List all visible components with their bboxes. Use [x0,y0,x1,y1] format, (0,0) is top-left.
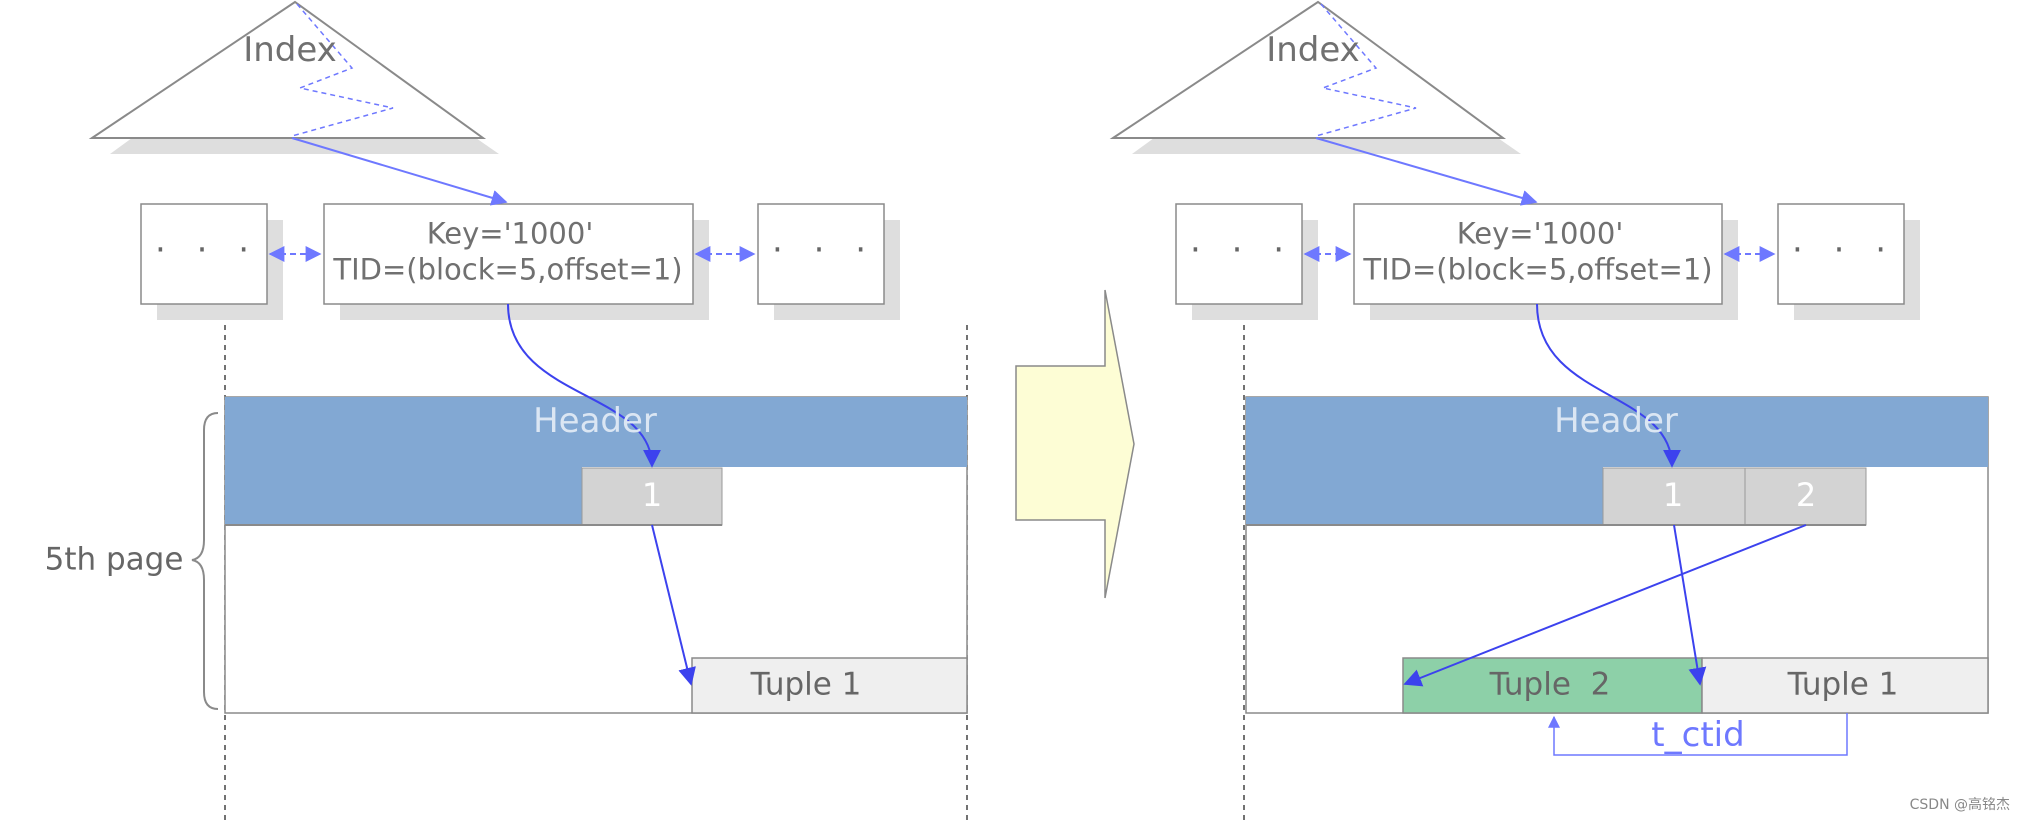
right-slot-1-label: 1 [1662,476,1684,514]
right-tuple-1-label: Tuple 1 [1787,666,1899,703]
left-next-leaf [757,203,885,305]
left-header-label: Header [533,401,657,441]
left-prev-leaf-dots: · · · [154,230,260,270]
right-line-pointer-1 [1602,467,1746,526]
right-key-leaf [1353,203,1723,305]
right-pointer2-to-tuple2-arrow [1403,524,1807,687]
left-index-triangle [88,0,487,139]
right-index-search-path [1315,3,1417,137]
right-header-label: Header [1554,401,1678,441]
watermark: CSDN @高铭杰 [1909,797,2010,813]
right-pointer1-to-tuple1-arrow [1673,524,1707,686]
right-slot-2-label: 2 [1795,476,1817,514]
left-tid-to-pointer-arrow [507,303,661,468]
right-index-to-leaf-arrow [1315,137,1538,206]
right-tid-to-pointer-arrow [1536,303,1681,468]
left-index-label: Index [243,30,337,70]
right-line-pointer-2 [1744,467,1867,526]
right-next-leaf [1777,203,1905,305]
left-key-leaf [323,203,694,305]
left-prev-leaf [140,203,268,305]
right-next-leaf-dots: · · · [1791,230,1897,270]
transition-arrow [1015,289,1135,599]
left-tuple-1-label: Tuple 1 [750,666,862,703]
right-tuple-2-label: Tuple 2 [1489,666,1611,703]
right-tid-value: TID=(block=5,offset=1) [1363,252,1713,287]
right-page-header-bottom [1246,467,1603,525]
left-page-header-bottom [225,467,582,525]
left-index-search-path [291,3,394,137]
left-page-brace [191,412,219,710]
right-key-value: Key='1000' [1456,216,1624,251]
left-key-value: Key='1000' [426,216,594,251]
right-prev-leaf [1175,203,1303,305]
left-pointer-to-tuple-arrow [651,524,696,686]
left-panel [88,0,968,822]
left-tid-value: TID=(block=5,offset=1) [333,252,683,287]
left-page-header-top [225,397,967,467]
right-index-label: Index [1266,30,1360,70]
right-ctid-label: t_ctid [1651,715,1745,755]
right-page-header-top [1246,397,1988,467]
left-next-leaf-dots: · · · [771,230,877,270]
right-prev-leaf-dots: · · · [1189,230,1295,270]
right-tuple-1-box [1701,657,1989,714]
left-page-label: 5th page [44,541,184,578]
left-line-pointer-1 [581,467,723,526]
right-panel [1109,0,1989,822]
right-ctid-link [1548,713,1848,756]
left-tuple-1-box [691,657,968,714]
left-slot-1-label: 1 [641,476,663,514]
right-index-triangle [1109,0,1507,139]
right-tuple-2-box [1402,657,1703,714]
left-index-to-leaf-arrow [291,137,508,206]
